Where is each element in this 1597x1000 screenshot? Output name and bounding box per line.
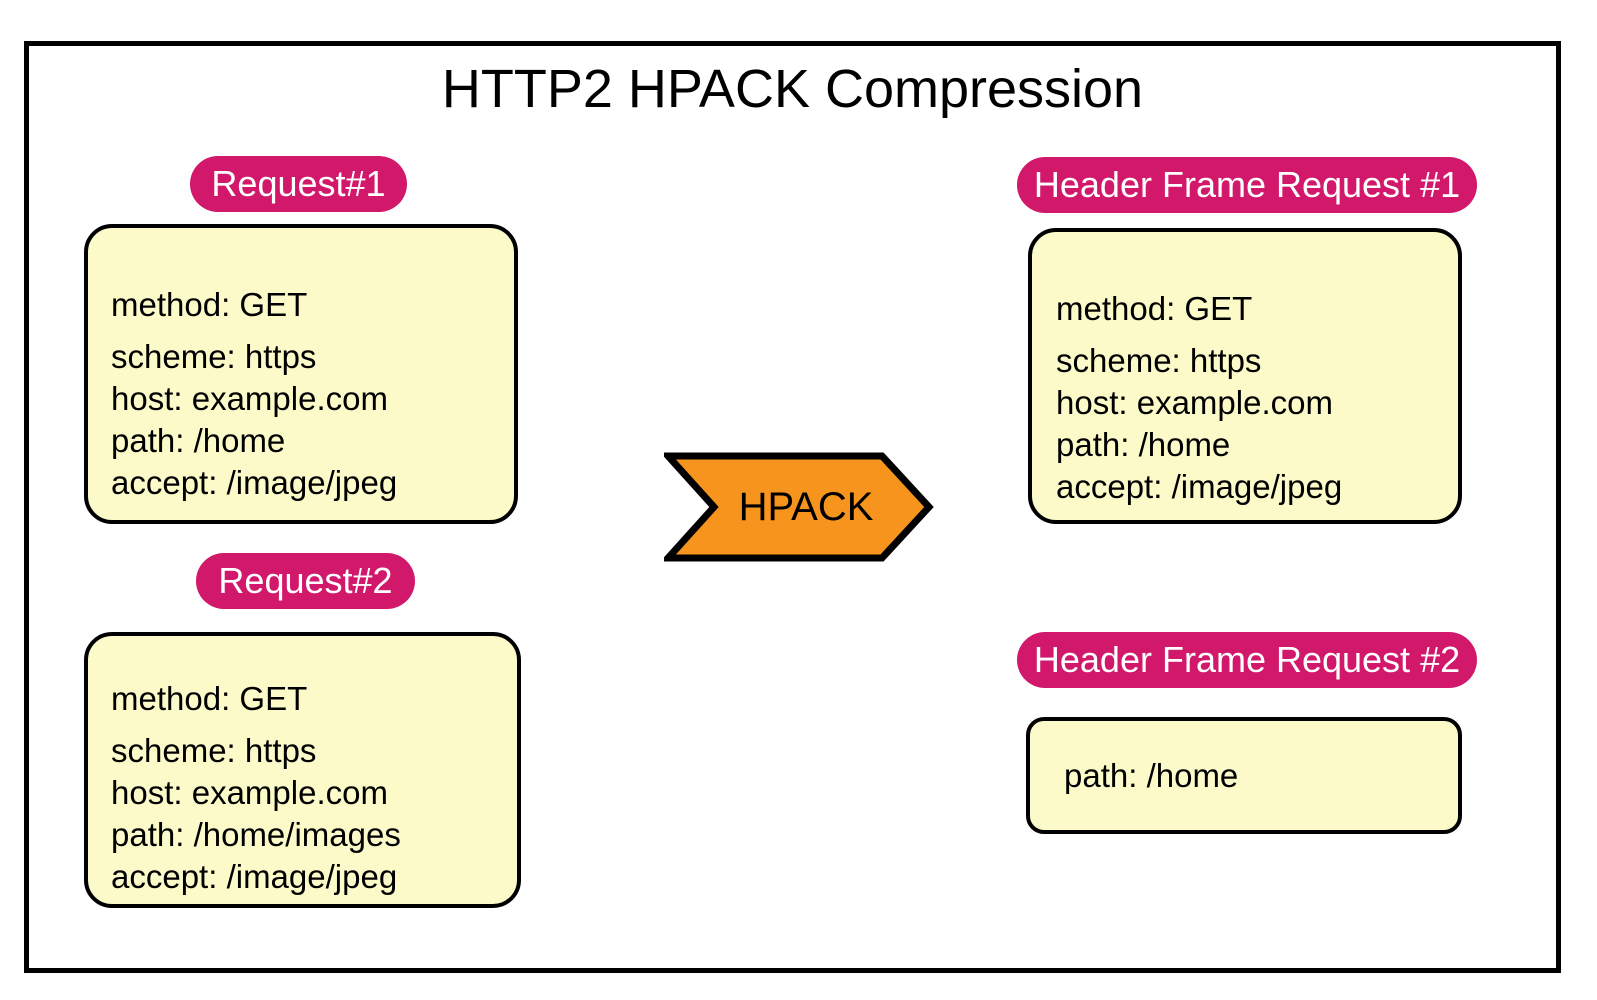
request2-line-scheme: scheme: https — [111, 732, 317, 769]
header-frame1-badge: Header Frame Request #1 — [1017, 157, 1477, 213]
request1-line-path: path: /home — [111, 422, 286, 459]
header-frame1-line-scheme: scheme: https — [1056, 342, 1262, 379]
header-frame1-line-host: host: example.com — [1056, 384, 1333, 421]
request2-line-path: path: /home/images — [111, 816, 401, 853]
hpack-arrow: HPACK — [664, 451, 936, 563]
request1-badge: Request#1 — [190, 156, 407, 212]
header-frame1-line-accept: accept: /image/jpeg — [1056, 468, 1343, 505]
request1-line-host: host: example.com — [111, 380, 388, 417]
hpack-arrow-polygon — [664, 452, 934, 562]
hpack-arrow-shape: HPACK — [664, 452, 934, 562]
request1-box: method: GET scheme: https host: example.… — [84, 224, 518, 524]
header-frame1-box: method: GET scheme: https host: example.… — [1028, 228, 1462, 524]
request2-line-host: host: example.com — [111, 774, 388, 811]
header-frame1-line-path: path: /home — [1056, 426, 1231, 463]
request1-line-accept: accept: /image/jpeg — [111, 464, 398, 501]
request1-line-method: method: GET — [111, 286, 308, 323]
request2-box: method: GET scheme: https host: example.… — [84, 632, 521, 908]
diagram-title: HTTP2 HPACK Compression — [441, 59, 1144, 119]
request2-line-accept: accept: /image/jpeg — [111, 858, 398, 895]
header-frame2-box: path: /home — [1026, 717, 1462, 834]
header-frame1-line-method: method: GET — [1056, 290, 1253, 327]
request1-line-scheme: scheme: https — [111, 338, 317, 375]
hpack-arrow-label: HPACK — [739, 485, 874, 529]
header-frame2-line-path: path: /home — [1064, 756, 1239, 794]
request2-badge: Request#2 — [196, 553, 415, 609]
header-frame2-badge: Header Frame Request #2 — [1017, 632, 1477, 688]
request2-line-method: method: GET — [111, 680, 308, 717]
